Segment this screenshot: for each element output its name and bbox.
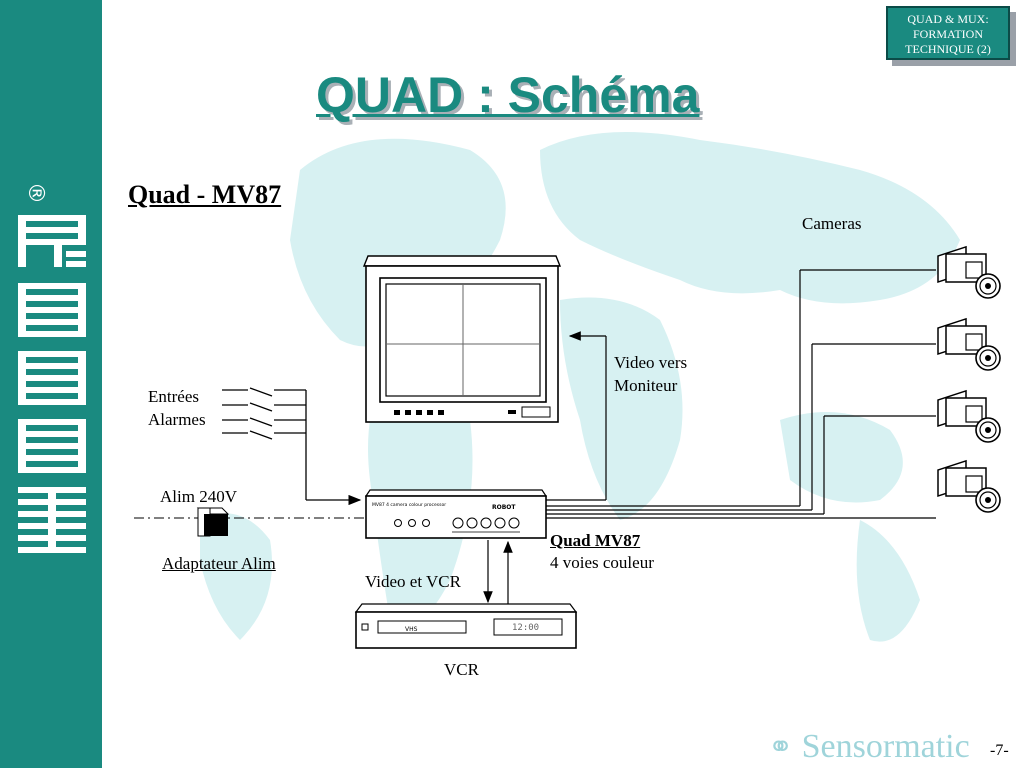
vcr-wires — [483, 540, 513, 604]
badge-line-2: FORMATION — [912, 27, 983, 41]
monitor — [362, 255, 562, 423]
camera-4 — [937, 460, 1001, 513]
quad-device — [364, 489, 548, 539]
alarm-switches — [222, 387, 362, 506]
entrees-label: Entrées — [148, 387, 199, 406]
vcr-clock: 12:00 — [512, 623, 539, 633]
alim-label: Alim 240V — [160, 487, 237, 506]
monitor-feed-wire — [546, 331, 607, 501]
badge-line-3: TECHNIQUE (2) — [905, 42, 991, 56]
camera-1 — [937, 246, 1001, 299]
course-badge: QUAD & MUX: FORMATION TECHNIQUE (2) — [886, 6, 1016, 66]
alarmes-label: Alarmes — [148, 410, 206, 429]
quad-desc-label: 4 voies couleur — [550, 553, 654, 572]
badge-label: QUAD & MUX: FORMATION TECHNIQUE (2) — [886, 6, 1010, 60]
camera-3 — [937, 390, 1001, 443]
sensormatic-mark-icon: ⚭ — [768, 731, 794, 764]
cameras-label: Cameras — [802, 214, 862, 233]
sidebar: ® — [0, 0, 102, 768]
page-number: -7- — [990, 742, 1009, 759]
vcr-device — [354, 603, 578, 649]
adaptateur-label: Adaptateur Alim — [162, 554, 276, 573]
diagram-subtitle: Quad - MV87 — [128, 180, 282, 209]
video-vcr-label: Video et VCR — [365, 572, 461, 591]
sensormatic-wordmark: Sensormatic — [801, 728, 970, 765]
moniteur-label: Moniteur — [614, 376, 678, 395]
robot-logo — [18, 215, 86, 553]
sensormatic-logo: ⚭ Sensormatic — [768, 728, 970, 766]
camera-wires — [546, 269, 936, 519]
vcr-label: VCR — [444, 660, 479, 679]
camera-2 — [937, 318, 1001, 371]
quad-caption: MV87 4 camera colour processor — [372, 502, 446, 508]
vcr-tape-label: VHS — [405, 626, 418, 633]
page-title: QUAD : Schéma — [316, 67, 700, 123]
video-vers-label: Video vers — [614, 353, 688, 372]
quad-name-label: Quad MV87 — [550, 531, 641, 550]
badge-line-1: QUAD & MUX: — [907, 12, 989, 26]
power-adapter — [134, 507, 366, 537]
quad-brand: ROBOT — [492, 504, 516, 511]
